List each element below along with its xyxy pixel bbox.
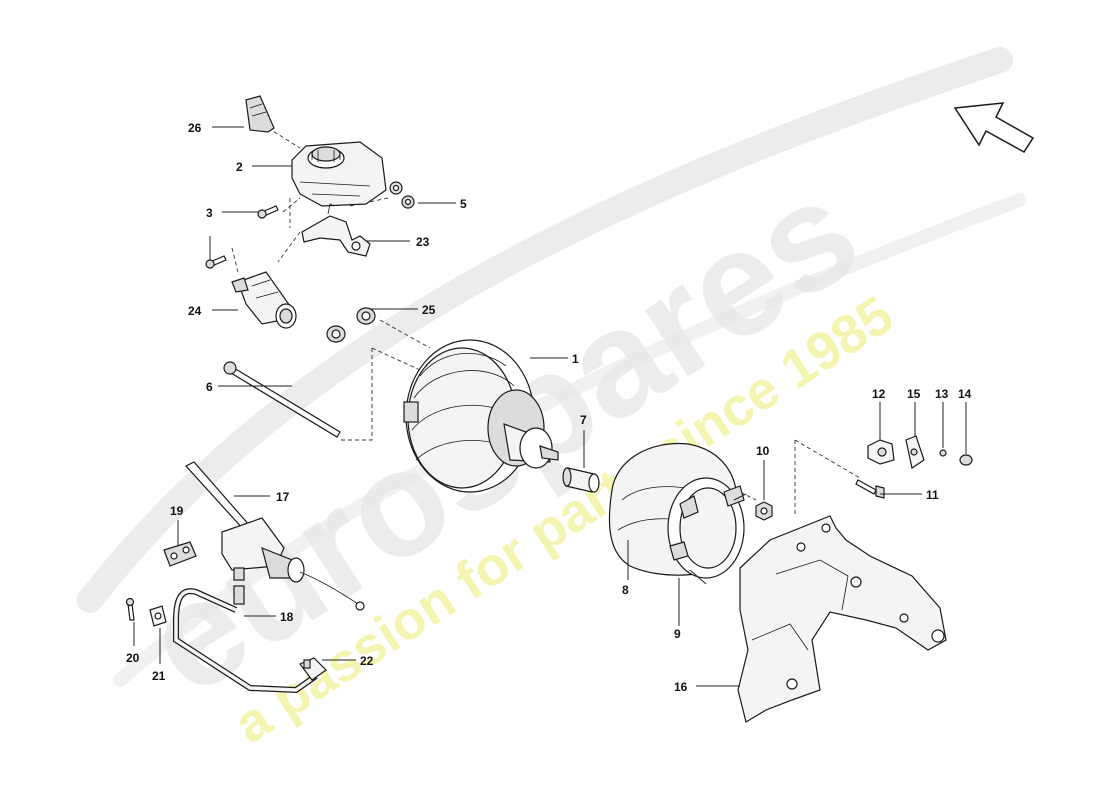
callout-26: 26 (188, 121, 202, 135)
part-24-master-cylinder (231, 271, 297, 329)
part-9-mounting-ring (667, 477, 747, 585)
part-23-bracket (301, 203, 371, 257)
part-17-clutch-master-cylinder (185, 461, 365, 611)
part-20-screw (125, 597, 135, 621)
callout-16: 16 (674, 680, 688, 694)
callout-17: 17 (276, 490, 290, 504)
part-11-bolt (855, 479, 885, 499)
part-6-long-bolt (223, 361, 341, 438)
part-13-small-nut (939, 449, 947, 457)
part-26-reservoir-insert (245, 95, 275, 133)
watermark-swoosh-2 (113, 193, 1027, 687)
callout-9: 9 (674, 627, 681, 641)
callout-10: 10 (756, 444, 770, 458)
callout-2: 2 (236, 160, 243, 174)
part-5-nuts (389, 181, 415, 209)
callout-15: 15 (907, 387, 921, 401)
part-15-pad (905, 435, 925, 469)
callout-14: 14 (958, 387, 972, 401)
watermark-swoosh (77, 47, 1013, 613)
part-2-fluid-reservoir (291, 141, 387, 207)
callout-18: 18 (280, 610, 294, 624)
part-21-clamp (149, 605, 167, 627)
callout-13: 13 (935, 387, 949, 401)
part-7-bushing (562, 467, 600, 493)
callout-22: 22 (360, 654, 374, 668)
part-25-grommets (326, 307, 376, 343)
part-18-hose (173, 585, 318, 694)
callout-12: 12 (872, 387, 886, 401)
callout-24: 24 (188, 304, 202, 318)
callout-7: 7 (580, 413, 587, 427)
part-22-connector (299, 657, 327, 681)
callout-23: 23 (416, 235, 430, 249)
callout-1: 1 (572, 352, 579, 366)
orientation-arrow-icon (953, 102, 1035, 153)
part-19-gasket (163, 541, 197, 567)
part-16-pedal-bracket (737, 515, 947, 723)
callout-6: 6 (206, 380, 213, 394)
part-10-nut (755, 501, 773, 521)
callout-20: 20 (126, 651, 140, 665)
callout-19: 19 (170, 504, 184, 518)
part-12-clip (867, 439, 895, 465)
callout-21: 21 (152, 669, 166, 683)
callout-5: 5 (460, 197, 467, 211)
part-1-brake-booster (403, 339, 559, 493)
callout-3a: 3 (206, 206, 213, 220)
callout-11: 11 (926, 488, 939, 502)
callout-25: 25 (422, 303, 436, 317)
callout-labels: 26 2 3 5 23 24 25 1 6 7 8 9 10 11 12 13 … (126, 121, 972, 694)
callout-8: 8 (622, 583, 629, 597)
leader-lines (133, 126, 967, 687)
part-3-screws (205, 205, 279, 269)
part-14-cap (959, 454, 973, 466)
